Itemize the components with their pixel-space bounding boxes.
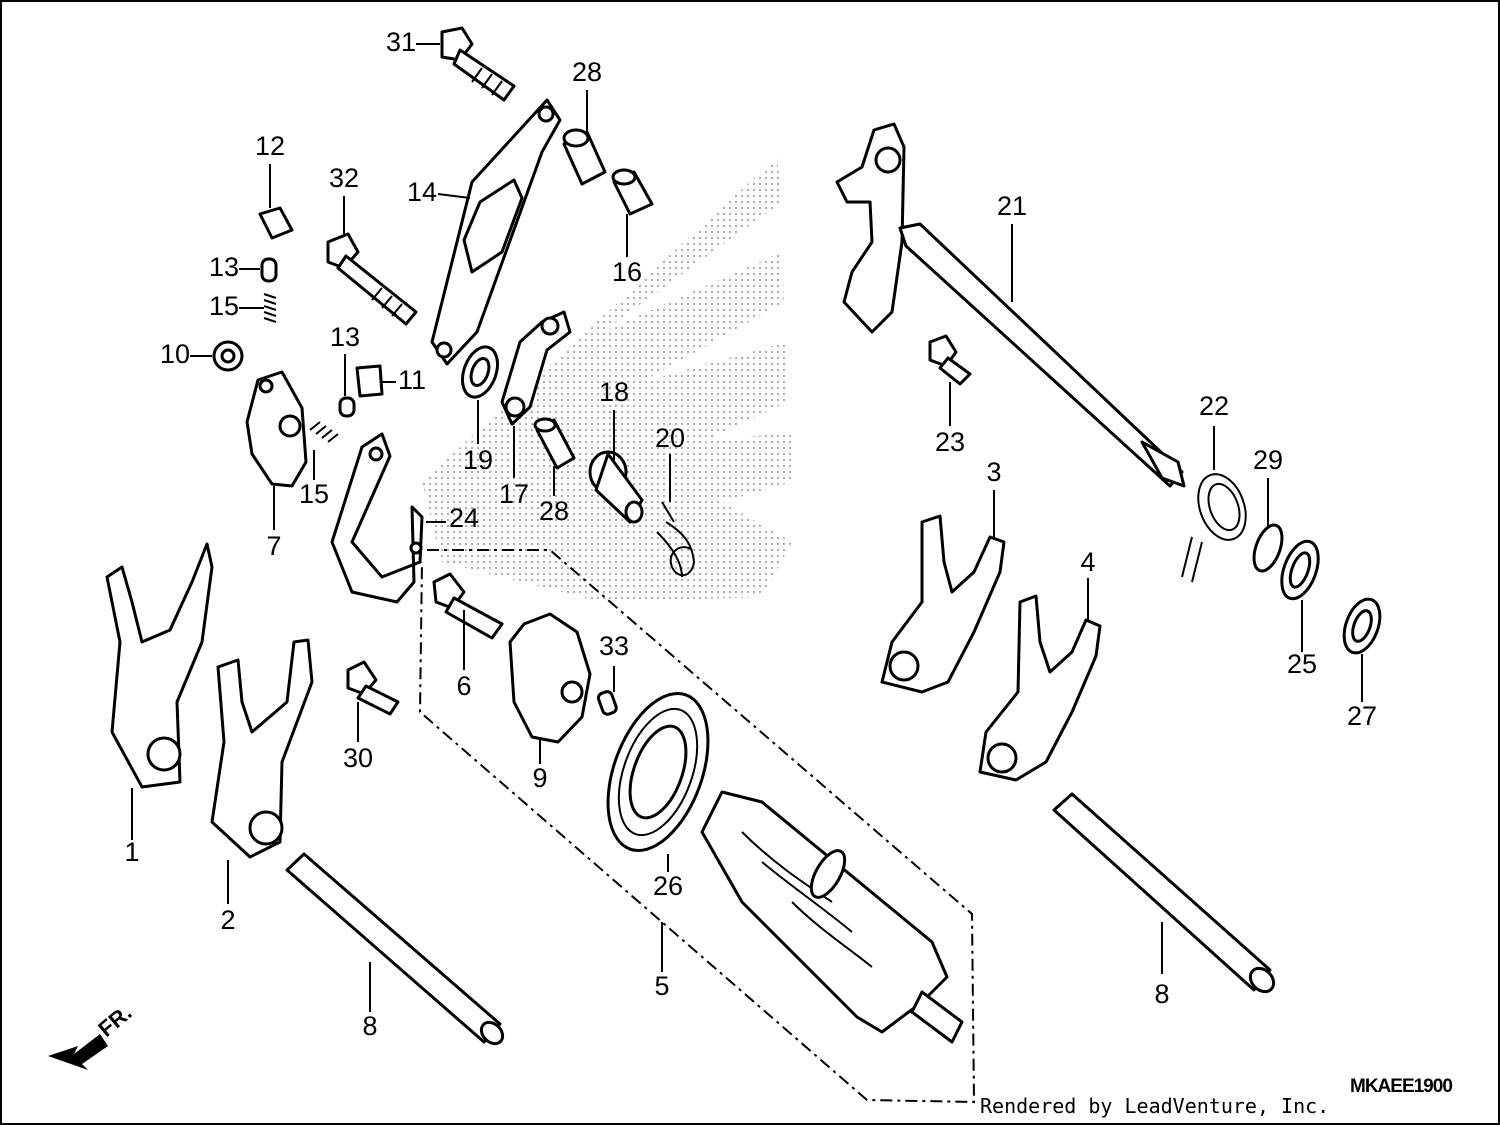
label-31: 31 [386, 27, 416, 57]
washer-10 [212, 340, 244, 372]
spring-15-lower [309, 421, 339, 443]
label-32: 32 [329, 163, 359, 193]
cap-12 [258, 206, 294, 240]
label-15-lower: 15 [299, 479, 329, 509]
label-8-right: 8 [1154, 979, 1169, 1009]
label-33: 33 [599, 631, 629, 661]
fork-3 [880, 514, 1006, 694]
plate-14 [430, 98, 562, 366]
label-26: 26 [653, 871, 683, 901]
fork-4 [978, 594, 1102, 782]
label-5: 5 [654, 971, 669, 1001]
spindle-18 [588, 450, 644, 524]
washer-25 [1280, 539, 1320, 601]
label-28-lower: 28 [539, 496, 569, 526]
label-16: 16 [612, 257, 642, 287]
shift-drum-5 [700, 790, 964, 1044]
stopper-arm-7 [245, 370, 308, 488]
label-23: 23 [935, 427, 965, 457]
label-7: 7 [266, 531, 281, 561]
label-22: 22 [1199, 391, 1229, 421]
label-10: 10 [160, 339, 190, 369]
spring-15 [263, 293, 277, 323]
assembly-outline [418, 549, 976, 1104]
drum-center-9 [508, 612, 592, 744]
label-24: 24 [449, 503, 479, 533]
label-25: 25 [1287, 649, 1317, 679]
label-11: 11 [398, 365, 426, 395]
label-27: 27 [1347, 701, 1377, 731]
pin-13 [260, 257, 278, 283]
label-1: 1 [124, 837, 139, 867]
label-21: 21 [997, 191, 1027, 221]
pin-33 [596, 690, 618, 716]
label-20: 20 [655, 423, 685, 453]
fork-1 [105, 542, 214, 789]
shaft-8-right [1052, 792, 1276, 994]
label-30: 30 [343, 743, 373, 773]
shift-shaft-21 [835, 122, 1186, 488]
diagram-code: MKAEE1900 [1350, 1076, 1453, 1097]
leader-lines [131, 43, 1363, 1012]
label-13-upper: 13 [209, 252, 239, 282]
label-15-upper: 15 [209, 291, 239, 321]
label-6: 6 [456, 671, 471, 701]
seal-27 [1342, 597, 1382, 655]
bolt-6 [432, 572, 504, 640]
part-labels: 31 28 14 12 32 13 15 10 13 11 16 18 19 1… [124, 27, 1377, 1041]
label-2: 2 [220, 905, 235, 935]
plate-24 [330, 432, 424, 604]
fork-2 [210, 638, 314, 859]
bearing-26 [606, 691, 710, 853]
pin-28-lower [533, 417, 576, 470]
collar-16 [611, 168, 654, 216]
front-arrow: FR. [48, 1000, 137, 1070]
bolt-30 [346, 660, 400, 716]
clip-11 [355, 364, 384, 398]
bolt-31 [440, 26, 516, 102]
pin-28-upper [562, 128, 607, 186]
link-17 [500, 310, 572, 426]
render-credit: Rendered by LeadVenture, Inc. [980, 1094, 1330, 1118]
spring-20 [656, 501, 696, 578]
wing-watermark [422, 157, 792, 602]
label-3: 3 [986, 457, 1001, 487]
label-19: 19 [463, 445, 493, 475]
bolt-32 [326, 232, 418, 326]
label-12: 12 [255, 131, 285, 161]
bolt-23 [928, 334, 972, 386]
label-29: 29 [1253, 445, 1283, 475]
spring-22 [1181, 473, 1247, 583]
shaft-8-left [285, 852, 505, 1046]
label-8-left: 8 [362, 1011, 377, 1041]
label-14: 14 [407, 177, 437, 207]
pin-13-lower [338, 396, 356, 418]
label-18: 18 [599, 377, 629, 407]
label-4: 4 [1080, 547, 1095, 577]
circlip-29 [1252, 523, 1284, 573]
washer-19 [461, 345, 499, 399]
label-13-lower: 13 [330, 322, 360, 352]
label-28-upper: 28 [572, 57, 602, 87]
label-9: 9 [532, 763, 547, 793]
label-17: 17 [499, 479, 529, 509]
